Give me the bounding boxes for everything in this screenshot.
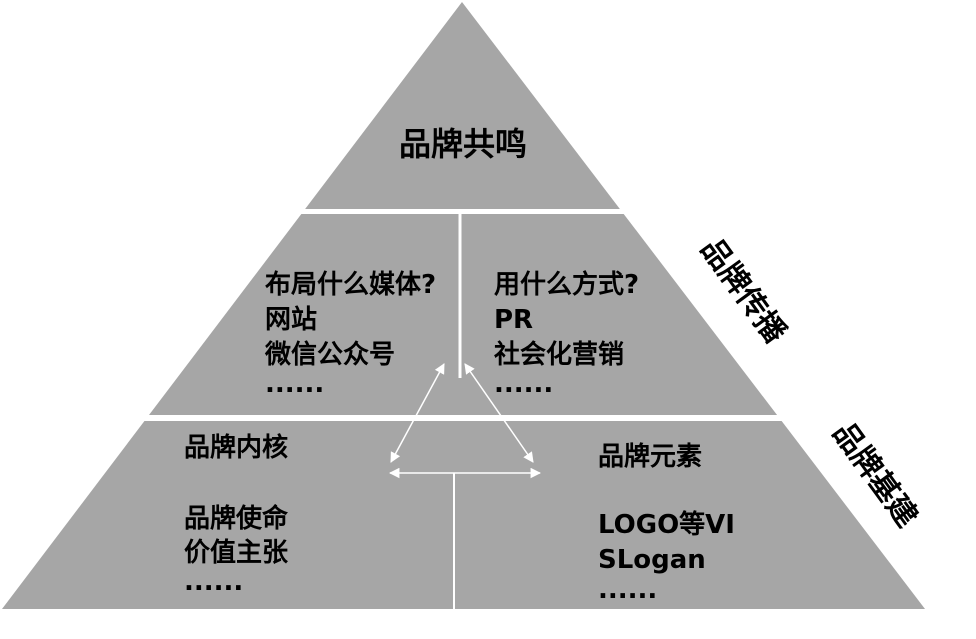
top-title: 品牌共鸣 [399,125,527,163]
bottom-right-line: SLogan [598,545,706,575]
middle-right-line: PR [494,305,533,335]
middle-right-line: 用什么方式? [494,269,639,300]
bottom-left-line: ...... [184,567,243,597]
bottom-left-line: 品牌使命 [184,503,289,534]
bottom-left-line: 品牌内核 [184,432,288,463]
bottom-right-line: ...... [598,575,657,605]
middle-left-line: 网站 [265,305,317,335]
divider-bottom [0,415,976,421]
middle-right-line: 社会化营销 [494,339,624,370]
bottom-left-line: 价值主张 [184,538,289,568]
divider-top [0,209,976,214]
middle-left-line: ...... [265,369,324,399]
bottom-right-line: 品牌元素 [598,441,702,472]
arrow-right [464,363,534,463]
middle-left-line: 布局什么媒体? [265,270,436,300]
arrow-left [390,363,445,463]
bottom-right-line: LOGO等VI [598,509,735,540]
middle-left-line: 微信公众号 [264,339,395,370]
middle-right-line: ...... [494,369,553,399]
pyramid [2,2,925,609]
